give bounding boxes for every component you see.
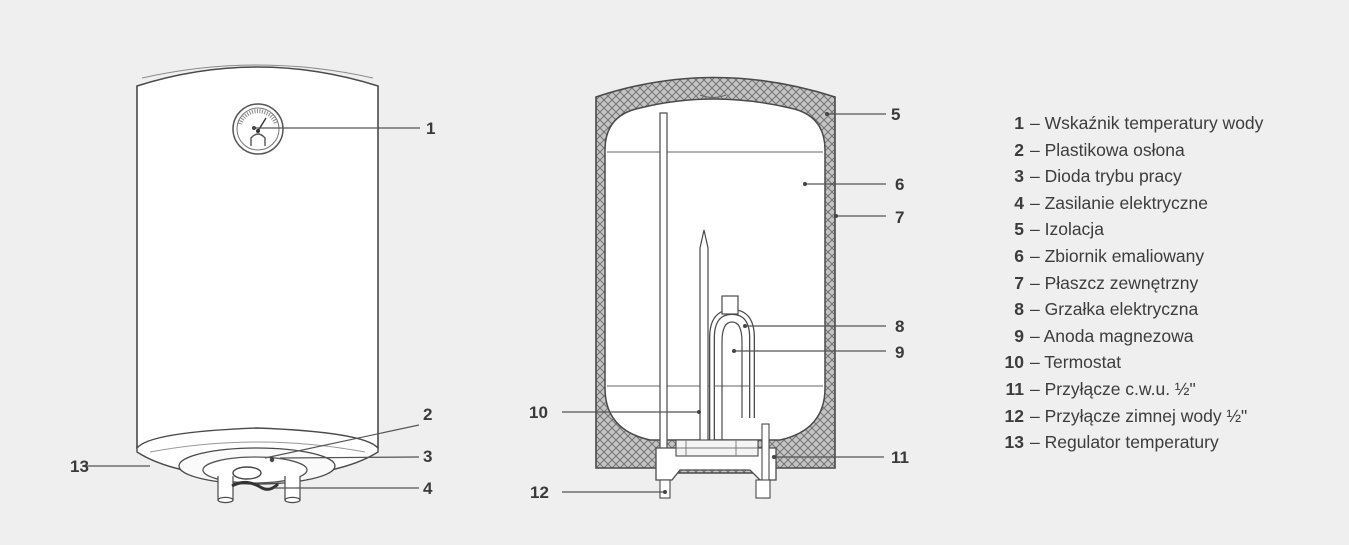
legend-number: 2 (1014, 139, 1024, 160)
callout-5: 5 (891, 105, 900, 124)
legend-item: 4 – Zasilanie elektryczne (1000, 190, 1263, 217)
callout-8: 8 (895, 317, 904, 336)
legend-number: 11 (1005, 378, 1025, 399)
legend-text: – Przyłącze c.w.u. ½" (1030, 378, 1196, 399)
temperature-regulator-knob (232, 466, 262, 480)
callout-3: 3 (423, 447, 432, 466)
magnesium-anode (699, 229, 709, 452)
legend-number: 10 (1004, 352, 1024, 373)
callout-1: 1 (426, 119, 435, 138)
callout-4: 4 (423, 479, 433, 498)
legend-number: 6 (1014, 245, 1024, 266)
callout-9: 9 (895, 343, 904, 362)
legend-item: 11– Przyłącze c.w.u. ½" (1000, 376, 1263, 403)
legend-number: 5 (1014, 219, 1024, 240)
legend-text: – Zasilanie elektryczne (1030, 192, 1208, 213)
power-cable (231, 481, 280, 491)
legend-text: – Płaszcz zewnętrzny (1030, 272, 1199, 293)
legend-item: 8 – Grzałka elektryczna (1000, 296, 1263, 323)
legend-item: 3 – Dioda trybu pracy (1000, 163, 1263, 190)
callout-7: 7 (895, 208, 904, 227)
legend-text: – Przyłącze zimnej wody ½" (1030, 405, 1248, 426)
legend-text: – Termostat (1030, 352, 1122, 373)
legend-number: 9 (1014, 325, 1024, 346)
callout-12: 12 (530, 483, 549, 502)
legend-item: 7 – Płaszcz zewnętrzny (1000, 270, 1263, 297)
legend-item: 5 – Izolacja (1000, 216, 1263, 243)
callout-numbers: 1 2 3 4 5 6 7 8 9 10 11 12 13 (70, 105, 909, 502)
legend-text: – Anoda magnezowa (1030, 325, 1194, 346)
legend-number: 4 (1014, 192, 1024, 213)
legend-item: 12 – Przyłącze zimnej wody ½" (1000, 403, 1263, 430)
legend-item: 1 – Wskaźnik temperatury wody (1000, 110, 1263, 137)
parts-legend: 1 – Wskaźnik temperatury wody 2 – Plastiko… (1000, 110, 1264, 456)
legend-item: 6 – Zbiornik emaliowany (1000, 243, 1263, 270)
callout-2: 2 (423, 405, 432, 424)
legend-number: 1 (1014, 113, 1024, 133)
legend-item: 9 – Anoda magnezowa (1000, 323, 1263, 350)
legend-number: 8 (1014, 299, 1024, 320)
legend-number: 13 (1004, 432, 1024, 453)
legend-text: – Regulator temperatury (1030, 432, 1219, 453)
legend-text: – Dioda trybu pracy (1030, 166, 1182, 187)
legend-item: 10 – Termostat (1000, 349, 1263, 376)
legend-number: 12 (1004, 405, 1024, 426)
legend-item: 13 – Regulator temperatury (1000, 429, 1263, 456)
legend-text: – Plastikowa osłona (1030, 139, 1185, 160)
legend-text: – Zbiornik emaliowany (1030, 245, 1205, 266)
heater-top-rim (141, 64, 374, 79)
legend-text: – Wskaźnik temperatury wody (1030, 113, 1264, 133)
legend-number: 3 (1014, 166, 1024, 187)
callout-11: 11 (891, 448, 909, 467)
leader-lines (82, 112, 886, 494)
heater-body (136, 66, 379, 449)
legend-text: – Izolacja (1030, 219, 1104, 240)
callout-13: 13 (70, 457, 89, 476)
heater-exterior (136, 64, 379, 504)
callout-10: 10 (529, 403, 548, 422)
temperature-gauge (232, 103, 284, 155)
callout-6: 6 (895, 175, 904, 194)
heater-cross-section (595, 76, 836, 499)
legend-number: 7 (1014, 272, 1024, 293)
cold-water-pipe (659, 479, 671, 499)
thermostat-rod (659, 112, 668, 457)
legend-item: 2 – Plastikowa osłona (1000, 137, 1263, 164)
legend-text: – Grzałka elektryczna (1030, 299, 1199, 320)
